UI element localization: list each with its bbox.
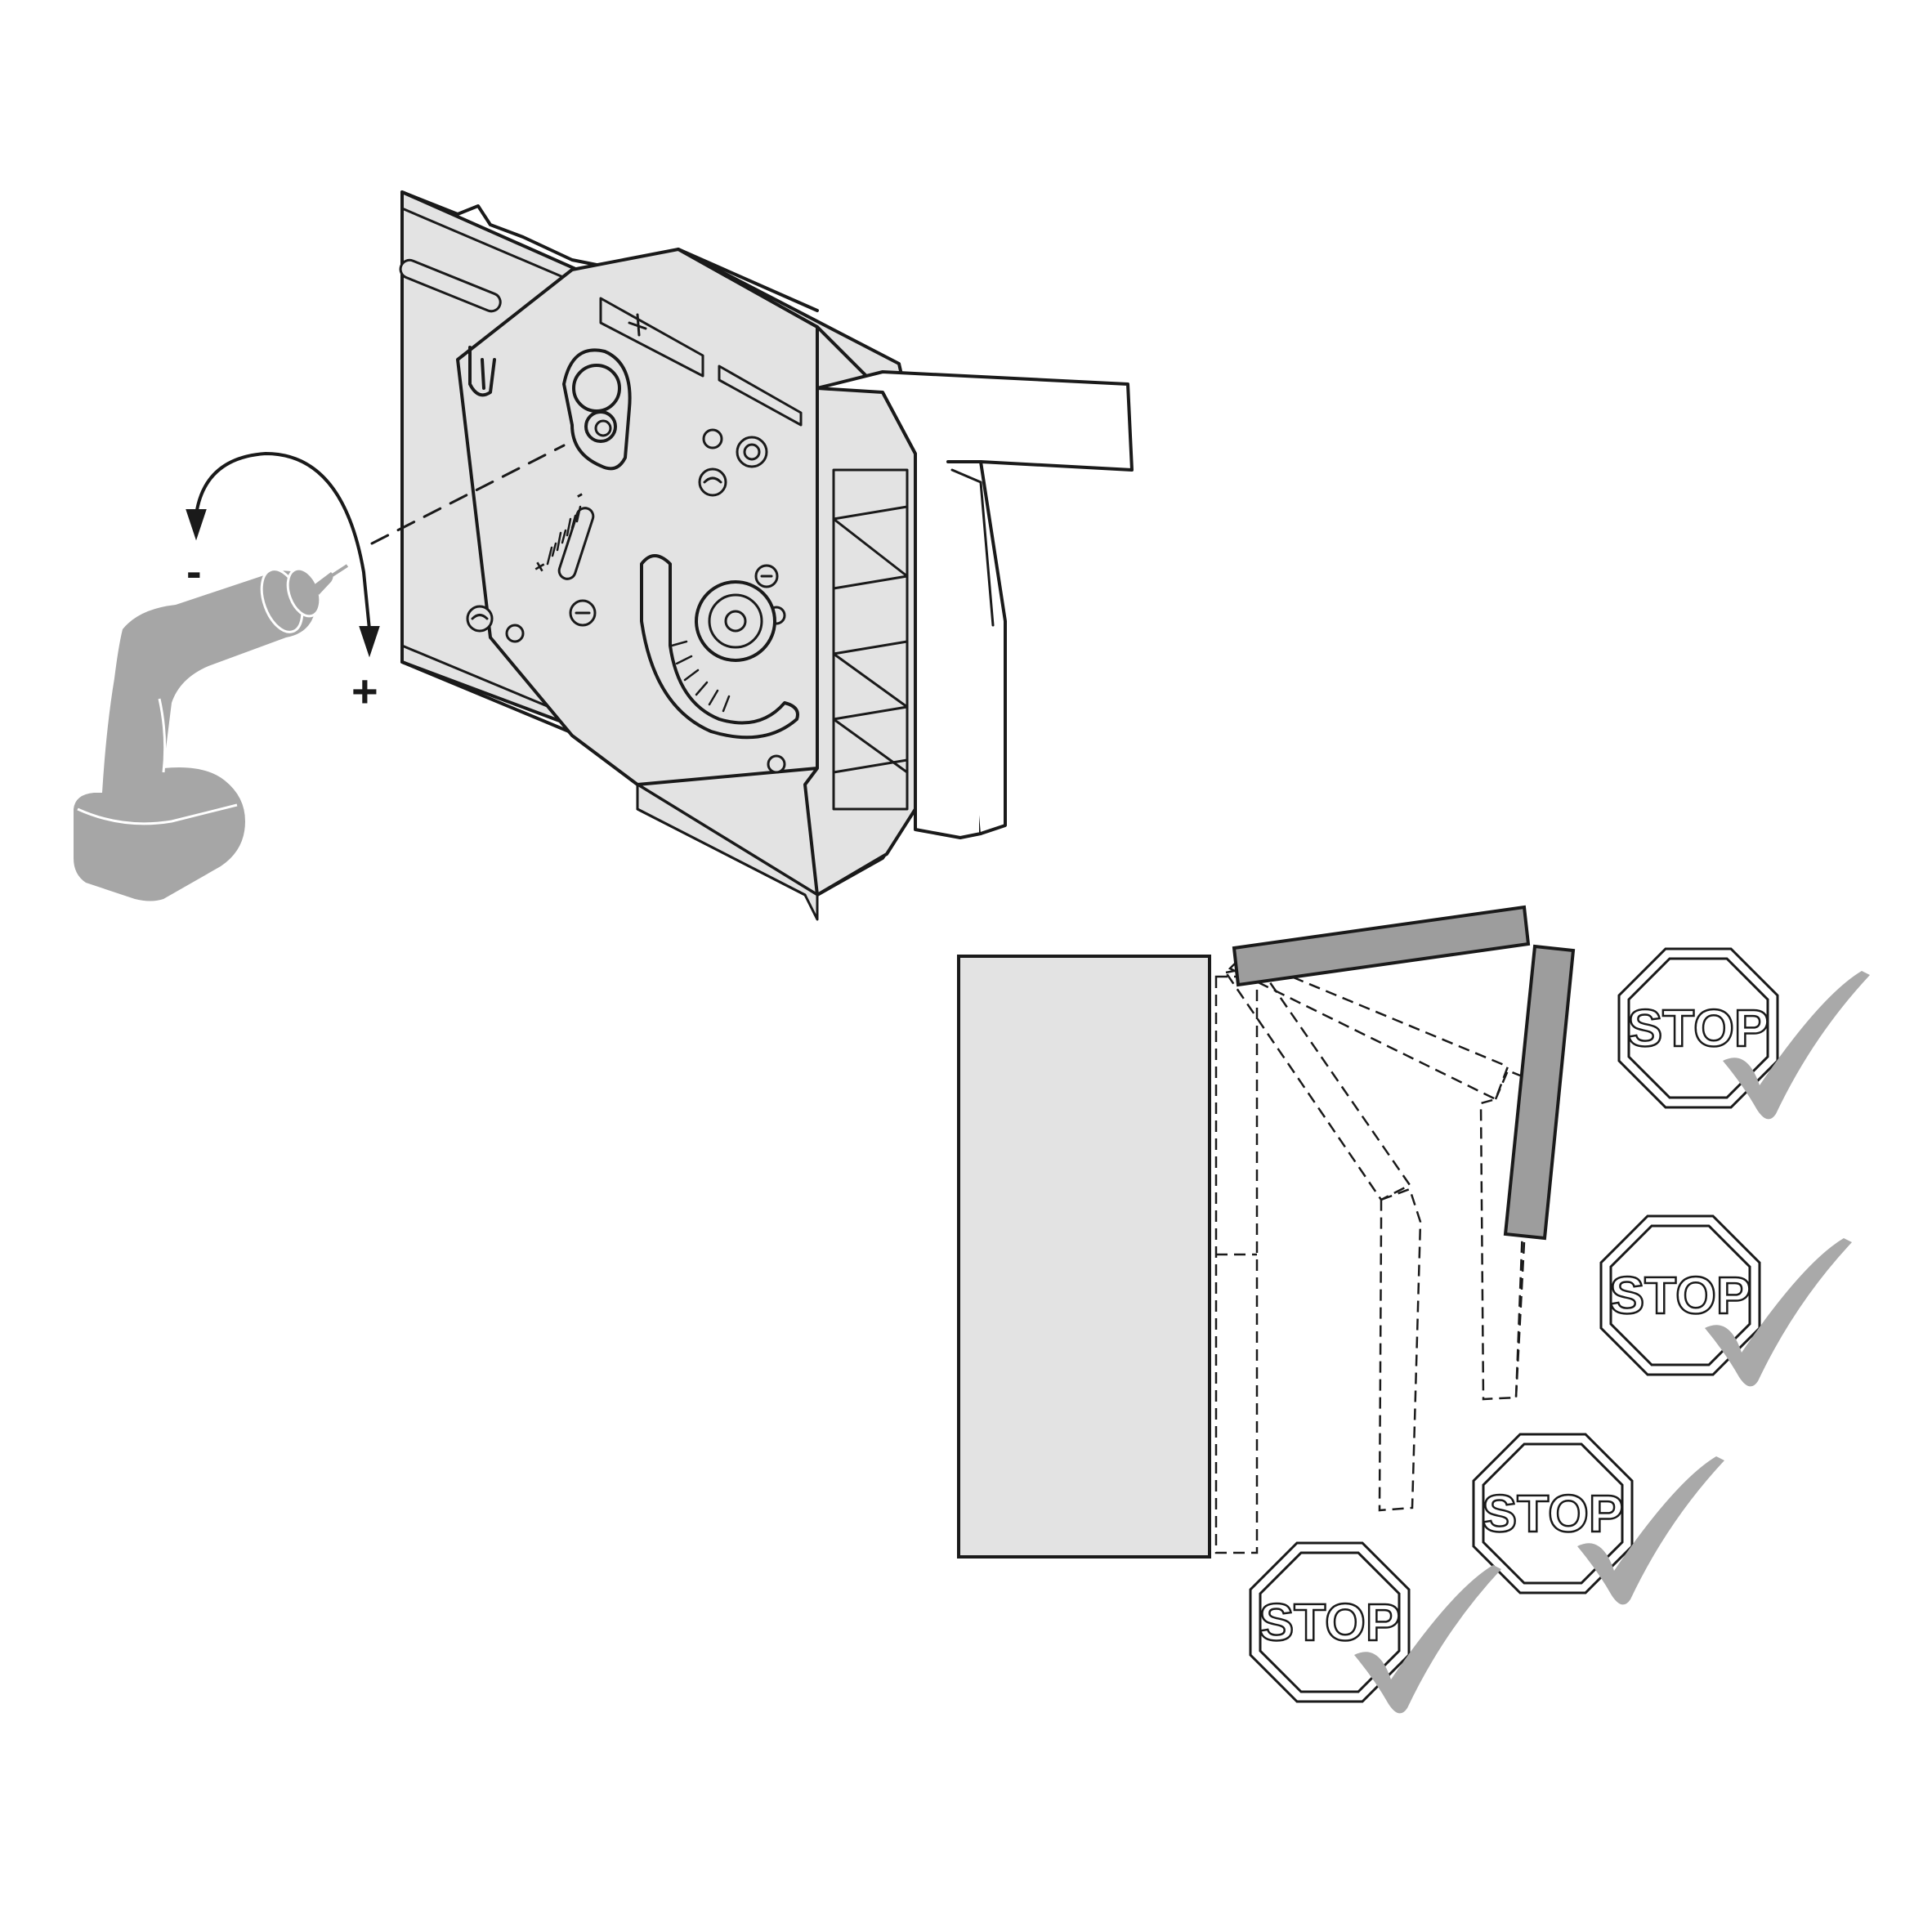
lift-mechanism: + - — [370, 190, 1134, 921]
top-slot — [599, 297, 704, 378]
rail-slot — [399, 258, 502, 313]
flap-front-panel — [1503, 944, 1576, 1241]
plate-holes — [466, 428, 786, 774]
stop-sign-label: STOP — [1627, 999, 1769, 1058]
drill-axis-line — [370, 444, 566, 545]
adjustment-screw — [572, 364, 621, 413]
stop-sign-3: STOP — [1472, 1433, 1724, 1605]
stop-sign-group: STOP STOP STOP STOP — [1249, 947, 1870, 1714]
arrow-head-minus — [186, 509, 207, 541]
hinge-arc — [640, 554, 799, 740]
rotation-minus-symbol: - — [186, 545, 202, 597]
rotation-plus-symbol: + — [351, 665, 378, 717]
rotation-arrow-icon — [186, 451, 380, 658]
flap-positions-diagram — [957, 905, 1576, 1559]
flap-intermediate-positions — [1214, 955, 1530, 1554]
stop-sign-label: STOP — [1482, 1484, 1623, 1543]
adjustment-scale-slot — [557, 507, 595, 580]
drill-body — [74, 570, 315, 901]
u-clip — [468, 346, 496, 397]
checkmark-icon — [1354, 1565, 1501, 1714]
stop-sign-1: STOP — [1617, 947, 1870, 1120]
checkmark-icon — [1723, 971, 1870, 1120]
rotation-arc — [195, 451, 371, 630]
hinge-teeth — [670, 640, 731, 713]
adjustment-scale-ticks — [546, 505, 582, 566]
stop-sign-2: STOP — [1599, 1214, 1852, 1387]
cabinet — [957, 955, 1211, 1559]
checkmark-icon — [1577, 1456, 1724, 1605]
checkmark-icon — [1705, 1238, 1852, 1387]
stop-sign-4: STOP — [1249, 1541, 1501, 1714]
flap-top-panel — [1232, 905, 1531, 987]
bottom-tray — [636, 783, 819, 921]
stop-sign-label: STOP — [1609, 1266, 1751, 1325]
stop-sign-label: STOP — [1259, 1593, 1400, 1652]
housing-ribs — [832, 505, 909, 774]
arrow-head-plus — [359, 626, 380, 658]
drill-icon — [74, 564, 349, 901]
